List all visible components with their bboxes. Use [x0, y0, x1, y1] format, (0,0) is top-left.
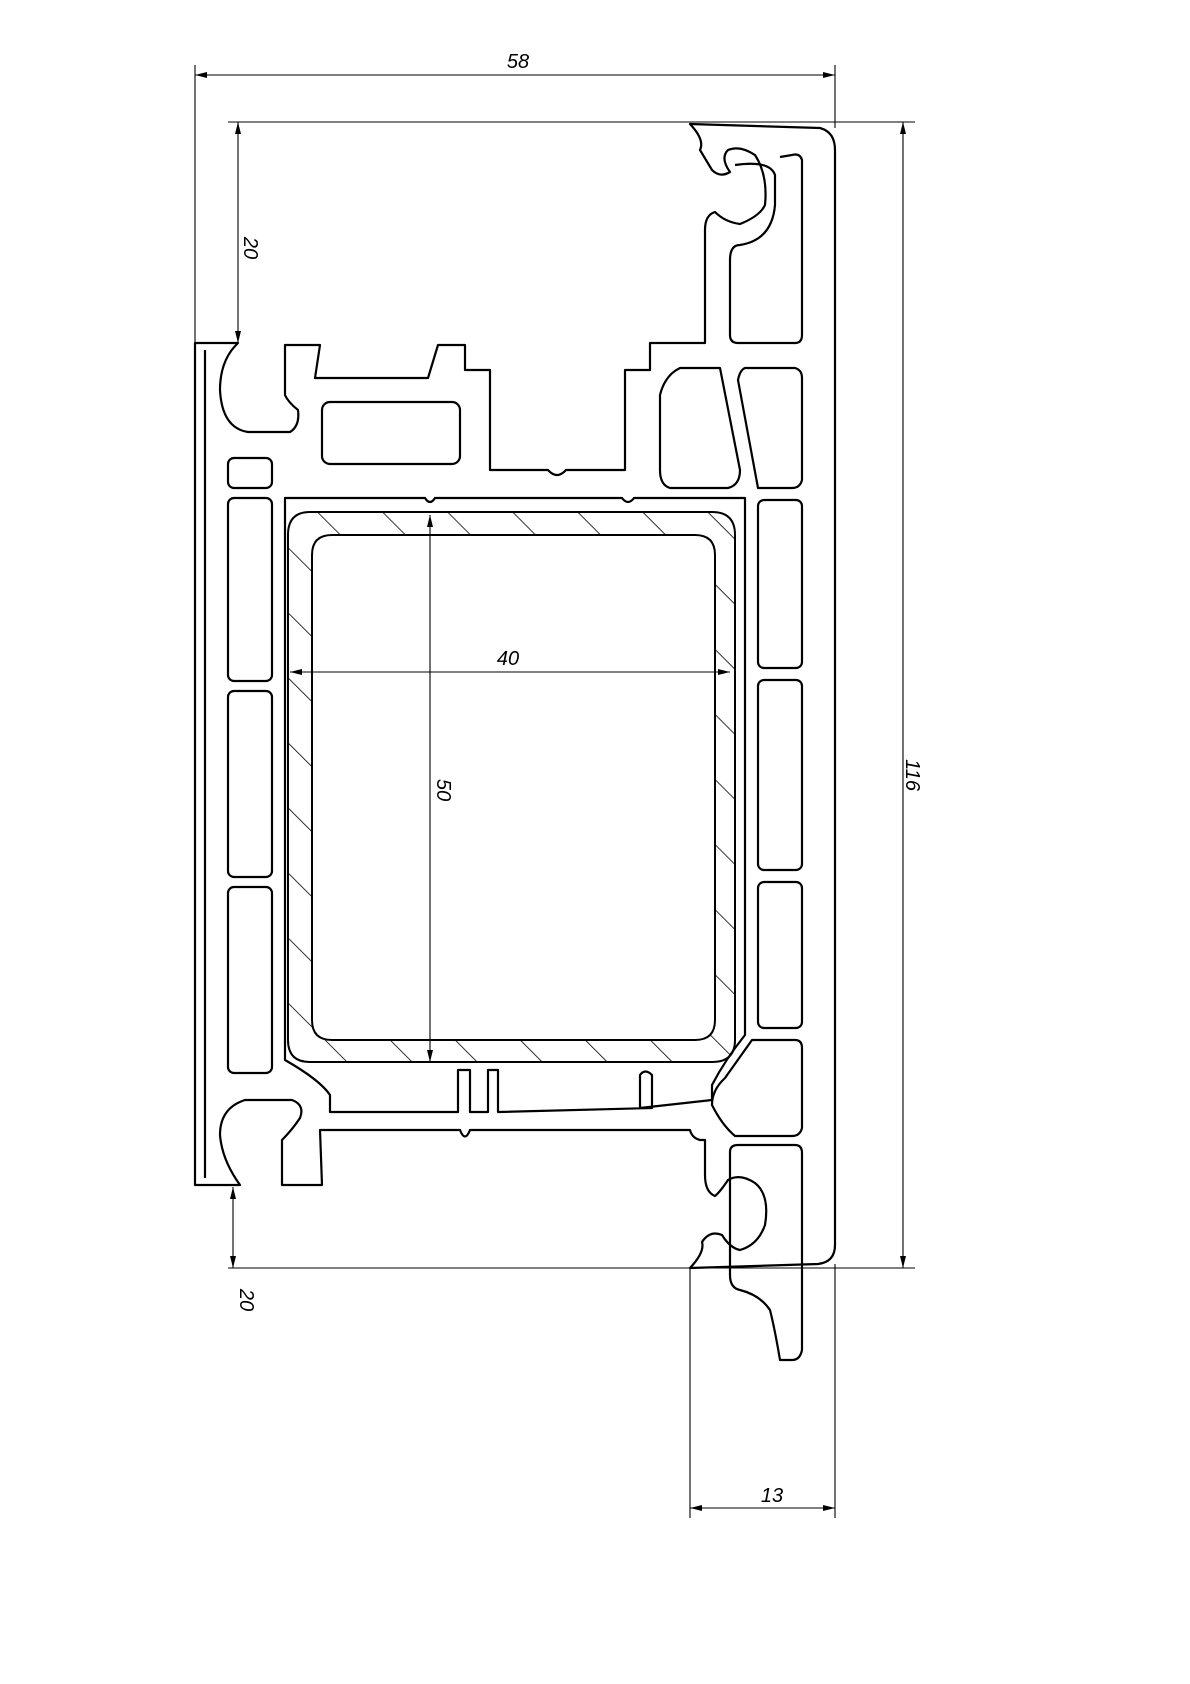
dim-sash-lip: 13	[761, 1485, 783, 1507]
dim-bottom-offset: 20	[235, 1288, 257, 1311]
chambers	[226, 153, 804, 1362]
dim-top-offset: 20	[239, 236, 261, 259]
dimension-lines	[194, 65, 915, 1518]
dim-reinforcement-width: 40	[497, 648, 519, 670]
frame-outline	[193, 122, 837, 1270]
dim-overall-width: 58	[507, 51, 529, 73]
dim-reinforcement-height: 50	[432, 779, 454, 801]
steel-reinforcement	[287, 511, 736, 1063]
dim-overall-height: 116	[901, 759, 923, 792]
